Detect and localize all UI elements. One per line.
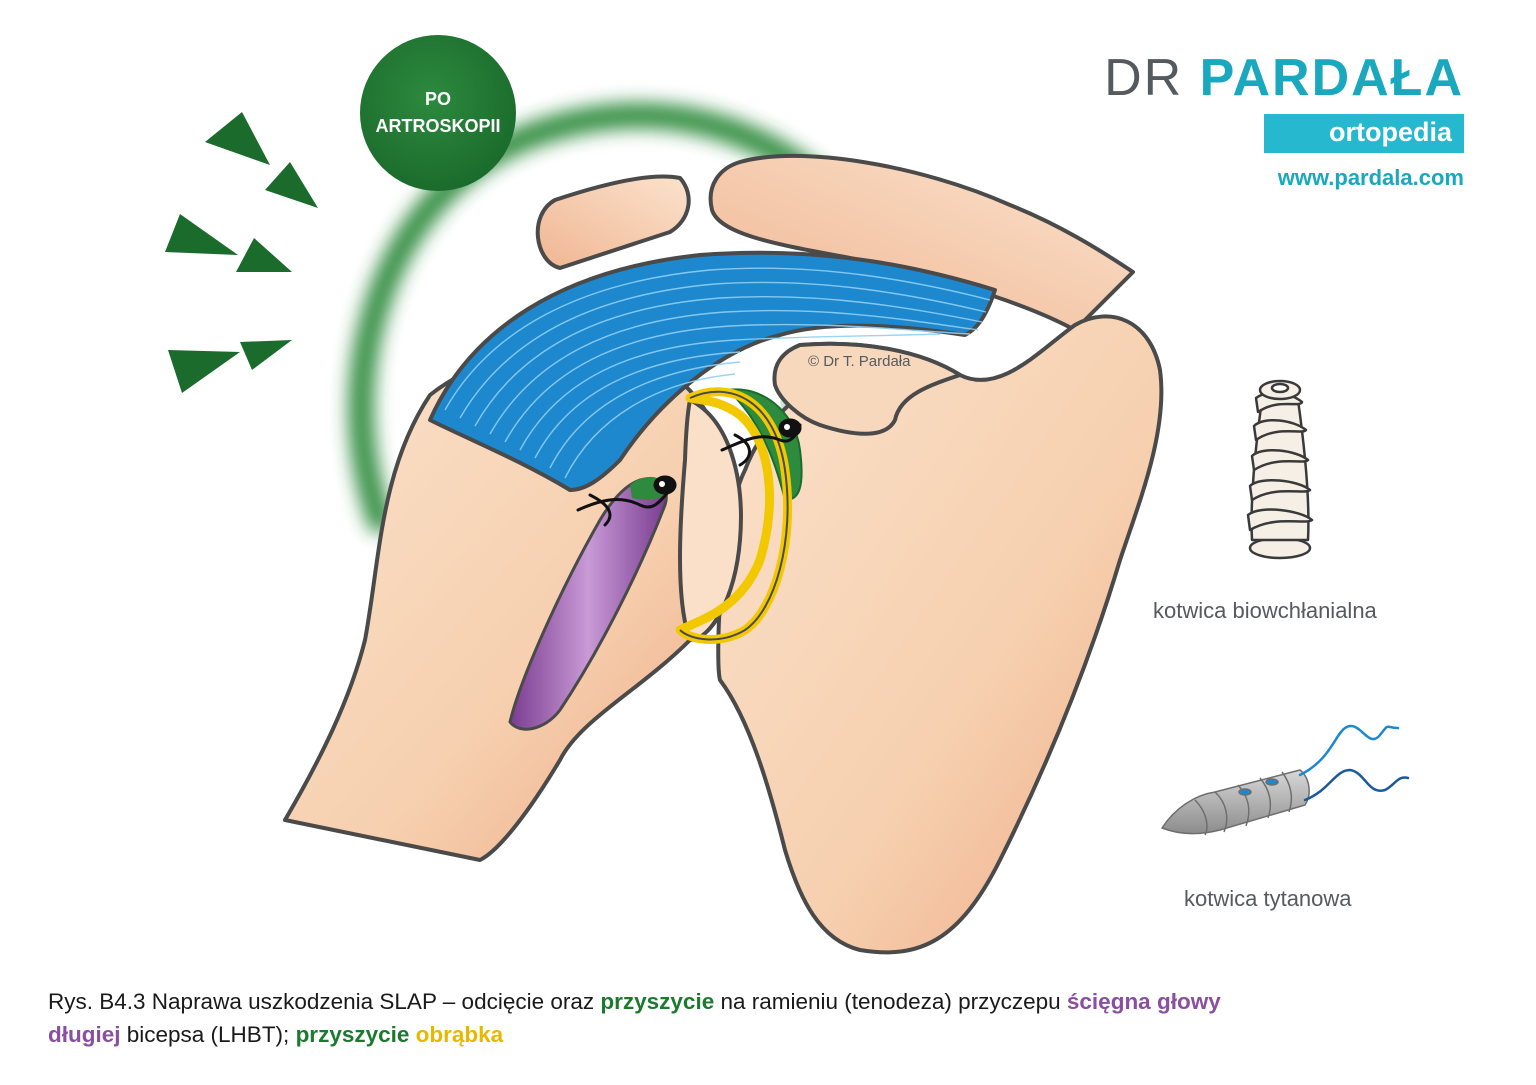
coracoid xyxy=(772,341,962,436)
scapula xyxy=(716,314,1164,955)
rotator-cuff-tendon xyxy=(428,250,997,492)
caption-part2: na ramieniu (tenodeza) przyczepu xyxy=(714,989,1067,1014)
caption-purple1: ścięgna głowy xyxy=(1066,989,1221,1014)
brand-title: DR PARDAŁA xyxy=(1104,52,1464,104)
clavicle xyxy=(535,174,691,270)
after-arthroscopy-badge: PO ARTROSKOPII xyxy=(360,35,516,191)
suture-labrum-dot xyxy=(784,424,790,430)
arrowhead xyxy=(168,350,240,393)
arrowheads xyxy=(165,112,318,393)
green-glow-arc xyxy=(348,102,853,533)
arrowhead xyxy=(165,214,238,255)
labrum-yellow-outline xyxy=(679,390,789,641)
titanium-anchor-label: kotwica tytanowa xyxy=(1184,886,1352,911)
arrowhead xyxy=(265,162,318,208)
titanium-anchor-sutures xyxy=(1298,724,1410,802)
badge-line2: ARTROSKOPII xyxy=(375,116,501,136)
brand-subtitle: ortopedia xyxy=(1264,114,1464,153)
suture-labrum xyxy=(720,418,802,467)
brand-url[interactable]: www.pardala.com xyxy=(1277,165,1464,190)
titanium-anchor-icon xyxy=(1161,769,1310,836)
caption-yellow1: obrąbka xyxy=(415,1022,504,1047)
brand-title-accent: PARDAŁA xyxy=(1199,49,1464,107)
biceps-tendon xyxy=(508,477,668,731)
brand-title-prefix: DR xyxy=(1104,49,1200,107)
bioabsorbable-anchor-icon xyxy=(1246,379,1314,560)
bioabsorbable-anchor-label: kotwica biowchłanialna xyxy=(1153,598,1377,623)
arrowhead xyxy=(236,238,292,272)
figure-caption: Rys. B4.3 Naprawa uszkodzenia SLAP – odc… xyxy=(48,985,1478,1051)
caption-part4: bicepsa (LHBT); xyxy=(120,1022,296,1047)
caption-part1: Rys. B4.3 Naprawa uszkodzenia SLAP – odc… xyxy=(48,989,601,1014)
arrowhead xyxy=(205,112,270,165)
suture-knot-dot xyxy=(659,481,665,487)
arrowhead xyxy=(240,340,292,370)
badge-line1: PO xyxy=(424,89,451,109)
acromion xyxy=(708,153,1135,332)
suture-tenodesis xyxy=(576,475,677,527)
copyright-text: © Dr T. Pardała xyxy=(808,353,911,370)
caption-purple2: długiej xyxy=(48,1022,121,1047)
brand-block: DR PARDAŁA ortopedia www.pardala.com xyxy=(1104,52,1464,191)
caption-green2: przyszycie xyxy=(295,1022,410,1047)
caption-green1: przyszycie xyxy=(600,989,715,1014)
